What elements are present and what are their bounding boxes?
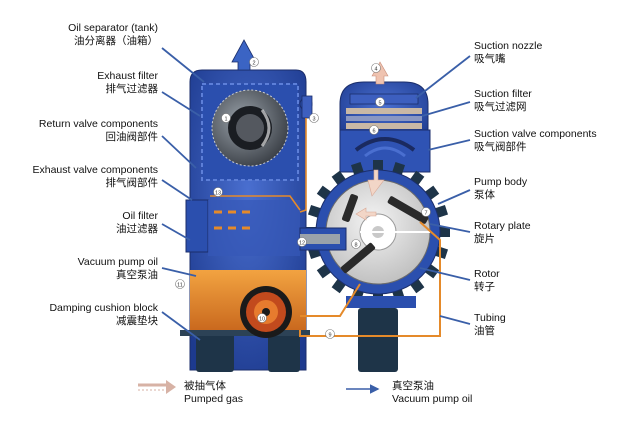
callout-number: 4 (374, 66, 377, 72)
label-damping-block-zh: 减震垫块 (49, 315, 158, 328)
callout-number: 7 (424, 210, 427, 216)
label-pump-body-zh: 泵体 (474, 189, 527, 202)
label-exhaust-valve-en: Exhaust valve components (33, 164, 159, 177)
legend-pump-oil-en: Vacuum pump oil (392, 393, 472, 406)
label-exhaust-filter-zh: 排气过滤器 (97, 83, 158, 96)
label-exhaust-valve-zh: 排气阀部件 (33, 177, 159, 190)
label-oil-separator: Oil separator (tank)油分离器（油箱） (68, 22, 158, 47)
label-return-valve-en: Return valve components (39, 118, 158, 131)
legend-pumped-gas-zh: 被抽气体 (184, 380, 243, 393)
label-oil-separator-zh: 油分离器（油箱） (68, 35, 158, 48)
oil-filter-block (186, 200, 300, 256)
label-rotor-en: Rotor (474, 268, 500, 281)
label-suction-valve-zh: 吸气阀部件 (474, 141, 597, 154)
label-rotary-plate-zh: 旋片 (474, 233, 531, 246)
label-suction-filter-zh: 吸气过滤网 (474, 101, 532, 114)
callout-9: 9 (326, 330, 335, 339)
callout-3: 3 (310, 114, 319, 123)
legend-gas-swatch (138, 380, 176, 394)
callout-6: 6 (370, 126, 379, 135)
legend-pumped-gas: 被抽气体 Pumped gas (184, 380, 243, 405)
callout-number: 12 (299, 240, 305, 246)
label-suction-filter-en: Suction filter (474, 88, 532, 101)
callout-number: 2 (252, 60, 255, 66)
legend-vacuum-pump-oil: 真空泵油 Vacuum pump oil (392, 380, 472, 405)
label-damping-block-en: Damping cushion block (49, 302, 158, 315)
callout-number: 11 (177, 282, 183, 288)
callout-1: 1 (222, 114, 231, 123)
exhaust-filter-element (202, 84, 298, 180)
label-oil-filter-zh: 油过滤器 (116, 223, 158, 236)
damping-flywheel (240, 286, 292, 338)
callout-number: 13 (215, 190, 221, 196)
callout-number: 3 (312, 116, 315, 122)
callout-8: 8 (352, 240, 361, 249)
suction-head (340, 82, 430, 172)
label-exhaust-filter-en: Exhaust filter (97, 70, 158, 83)
callout-number: 10 (259, 316, 265, 322)
callout-2: 2 (250, 58, 259, 67)
callout-number: 9 (328, 332, 331, 338)
callout-13: 13 (214, 188, 223, 197)
label-rotary-plate-en: Rotary plate (474, 220, 531, 233)
label-oil-filter-en: Oil filter (116, 210, 158, 223)
label-oil-separator-en: Oil separator (tank) (68, 22, 158, 35)
callout-11: 11 (176, 280, 185, 289)
callout-4: 4 (372, 64, 381, 73)
label-pump-body-en: Pump body (474, 176, 527, 189)
callout-12: 12 (298, 238, 307, 247)
label-suction-valve-en: Suction valve components (474, 128, 597, 141)
callout-number: 5 (378, 100, 381, 106)
label-vacuum-pump-oil-en: Vacuum pump oil (78, 256, 158, 269)
callout-10: 10 (258, 314, 267, 323)
label-vacuum-pump-oil-zh: 真空泵油 (78, 269, 158, 282)
label-suction-nozzle-zh: 吸气嘴 (474, 53, 542, 66)
callout-5: 5 (376, 98, 385, 107)
label-rotor-zh: 转子 (474, 281, 500, 294)
label-tubing-zh: 油管 (474, 325, 506, 338)
legend-pumped-gas-en: Pumped gas (184, 393, 243, 406)
callout-number: 1 (224, 116, 227, 122)
callout-number: 8 (354, 242, 357, 248)
callout-7: 7 (422, 208, 431, 217)
label-tubing-en: Tubing (474, 312, 506, 325)
label-suction-nozzle-en: Suction nozzle (474, 40, 542, 53)
label-return-valve-zh: 回油阀部件 (39, 131, 158, 144)
legend-pump-oil-zh: 真空泵油 (392, 380, 472, 393)
callout-number: 6 (372, 128, 375, 134)
pump-base (346, 296, 416, 372)
